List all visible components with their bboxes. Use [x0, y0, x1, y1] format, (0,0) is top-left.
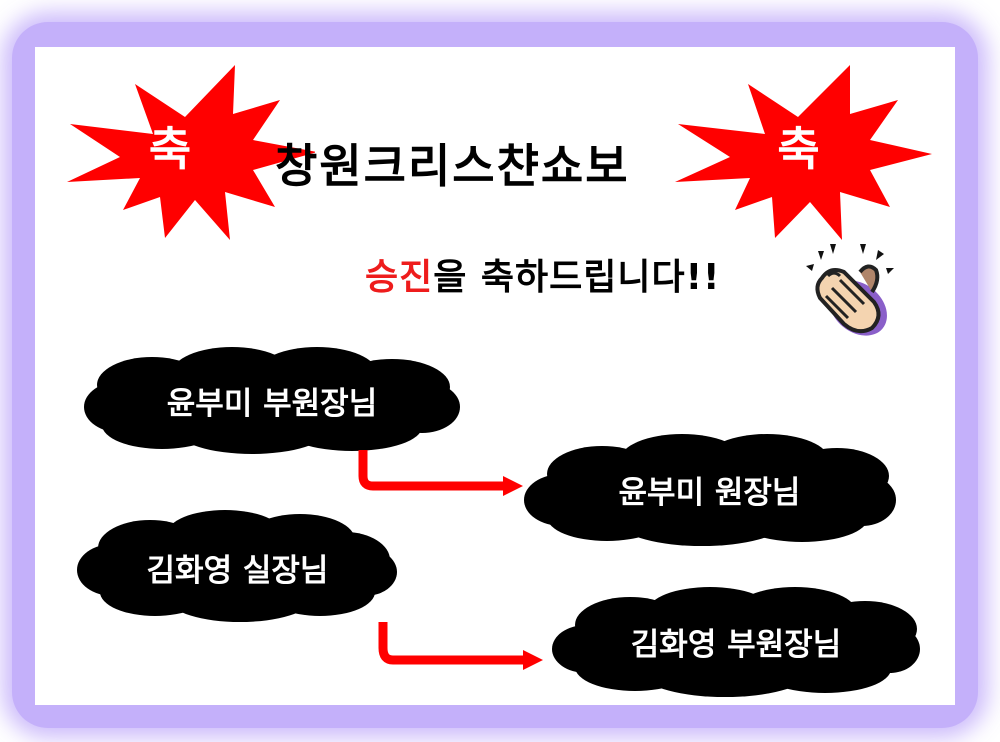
promotion-from-cloud: 윤부미 부원장님 — [82, 345, 462, 455]
starburst-icon — [67, 65, 315, 240]
burst-right: 축 — [670, 62, 935, 242]
promotion-from-label: 윤부미 부원장님 — [166, 385, 378, 422]
promotion-to-label: 김화영 부원장님 — [630, 626, 842, 663]
cloud-shape-icon — [524, 434, 896, 546]
arrow-right-icon — [358, 450, 523, 496]
burst-right-char: 축 — [777, 122, 820, 176]
starburst-icon — [675, 65, 932, 240]
promotion-arrow — [375, 620, 550, 676]
burst-left: 축 — [65, 62, 315, 242]
promotion-arrow — [355, 448, 530, 502]
clapping-hands-icon — [800, 236, 900, 345]
promotion-from-label: 김화영 실장님 — [146, 553, 329, 589]
subtitle-highlight: 승진 — [365, 257, 434, 298]
cloud-shape-icon — [552, 587, 920, 697]
promotion-from-cloud: 김화영 실장님 — [75, 510, 400, 625]
arrow-right-icon — [378, 622, 543, 670]
cloud-shape-icon — [77, 510, 397, 622]
cloud-shape-icon — [84, 347, 460, 454]
promotion-to-label: 윤부미 원장님 — [618, 475, 801, 511]
subtitle: 승진을 축하드립니다!! — [365, 248, 720, 300]
page-title: 창원크리스챤쇼보 — [275, 139, 630, 193]
promotion-to-cloud: 김화영 부원장님 — [550, 585, 922, 697]
subtitle-text: 을 축하드립니다!! — [433, 257, 721, 298]
promotion-to-cloud: 윤부미 원장님 — [522, 432, 897, 547]
burst-left-char: 축 — [148, 122, 192, 176]
